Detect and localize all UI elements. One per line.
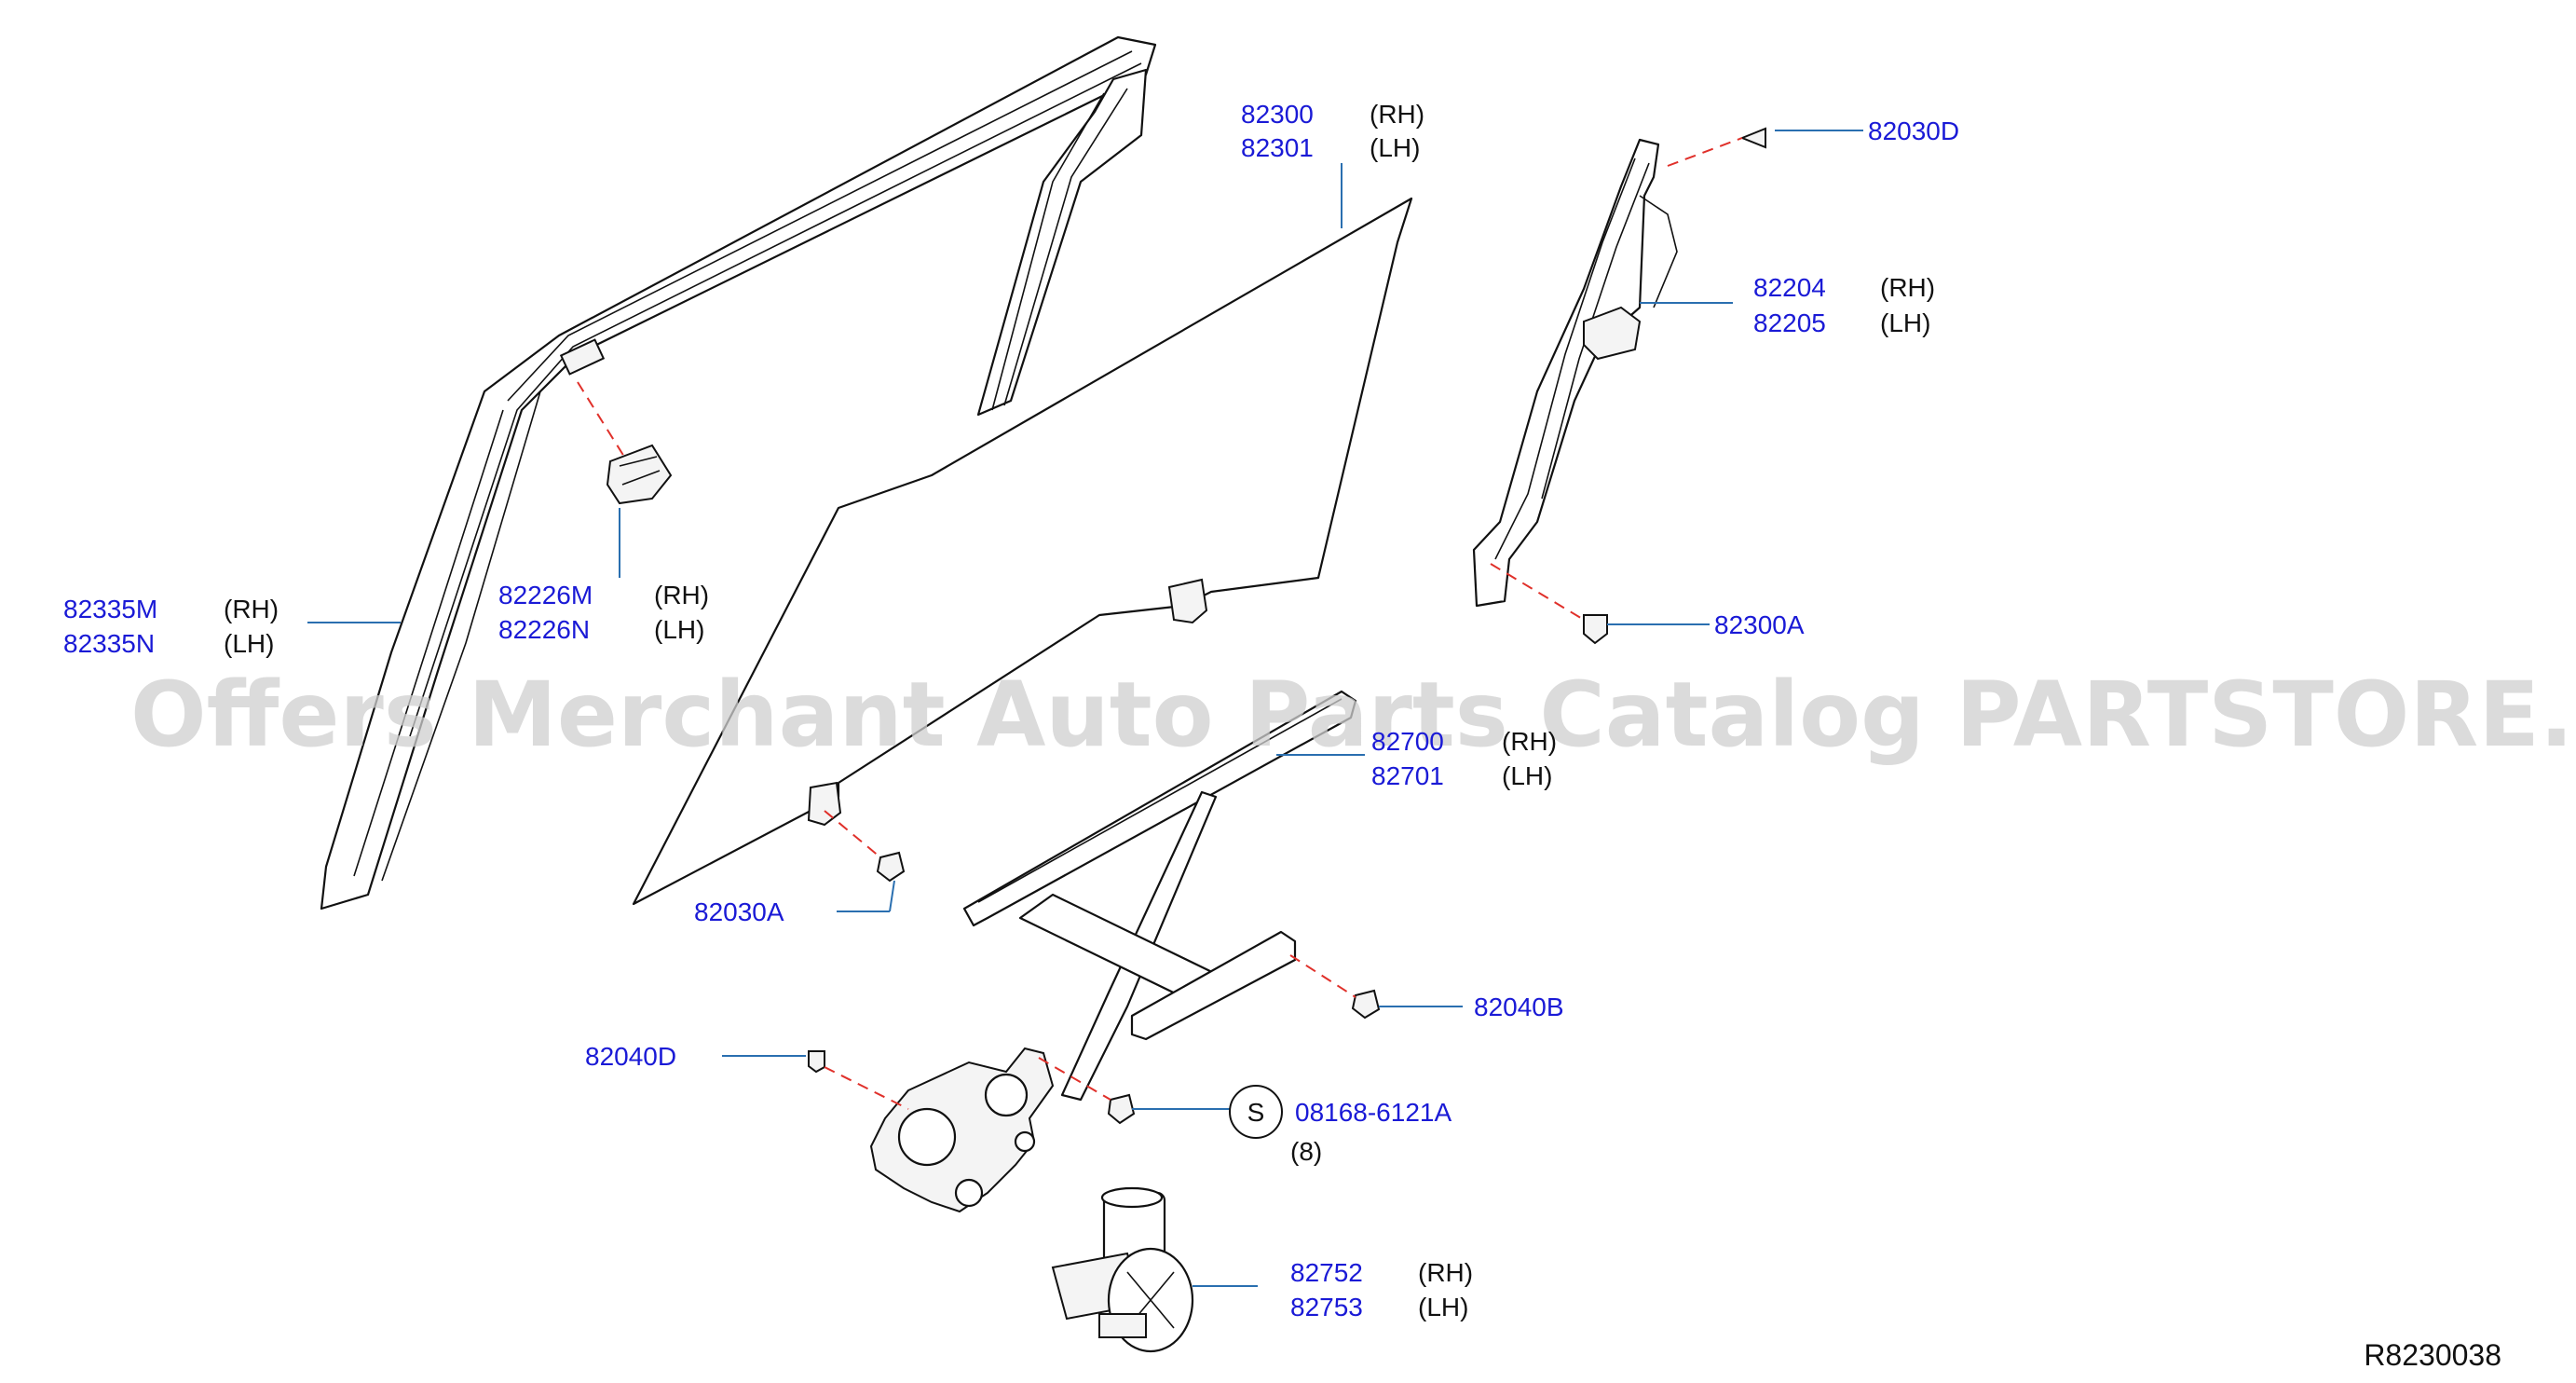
part-number-82226M: 82226M [498,581,593,609]
quantity-08168: (8) [1290,1137,1322,1166]
door-sash-channel[interactable] [320,35,1157,911]
callout-82700: 82700 (RH) 82701 (LH) [1371,727,1557,790]
side-82335N: (LH) [224,629,274,658]
part-number-82301: 82301 [1241,133,1314,162]
bolt-82040D[interactable] [808,1050,825,1074]
standard-part-letter: S [1247,1098,1265,1127]
part-number-82300A: 82300A [1714,610,1805,639]
callout-82204: 82204 (RH) 82205 (LH) [1753,273,1935,337]
bolt-08168[interactable] [1107,1093,1136,1125]
part-number-82300: 82300 [1241,100,1314,129]
callout-08168: S 08168-6121A (8) [1229,1085,1452,1166]
part-number-82204: 82204 [1753,273,1826,302]
glass-run-clip[interactable] [606,444,673,505]
part-number-82335N: 82335N [63,629,155,658]
diagram-reference-code: R8230038 [2364,1338,2501,1372]
side-82700: (RH) [1502,727,1557,756]
part-number-82040B: 82040B [1474,993,1564,1021]
rear-sash-guide[interactable] [1472,138,1678,608]
window-regulator[interactable] [869,690,1357,1213]
side-82226M: (RH) [654,581,709,609]
part-number-82335M: 82335M [63,595,157,623]
side-82753: (LH) [1418,1293,1468,1321]
part-number-82030A: 82030A [694,897,784,926]
part-number-08168: 08168-6121A [1295,1098,1452,1127]
side-82701: (LH) [1502,761,1552,790]
side-82301: (LH) [1370,133,1420,162]
bolt-82030D[interactable] [1739,127,1766,149]
part-number-82701: 82701 [1371,761,1444,790]
callout-82226M: 82226M (RH) 82226N (LH) [498,581,709,644]
part-number-82030D: 82030D [1868,116,1959,145]
part-number-82752: 82752 [1290,1258,1363,1287]
part-number-82205: 82205 [1753,308,1826,337]
callout-82030A: 82030A [694,897,784,926]
side-82205: (LH) [1880,308,1930,337]
bolt-82040B[interactable] [1351,989,1381,1020]
callout-82335M: 82335M (RH) 82335N (LH) [63,595,279,658]
side-82335M: (RH) [224,595,279,623]
regulator-motor[interactable] [1051,1186,1194,1353]
callout-82040B: 82040B [1474,993,1564,1021]
standard-part-symbol [1229,1085,1283,1139]
callout-82030D: 82030D [1868,116,1959,145]
side-82752: (RH) [1418,1258,1473,1287]
callout-82040D: 82040D [585,1042,676,1071]
part-number-82226N: 82226N [498,615,590,644]
side-82300: (RH) [1370,100,1424,129]
part-number-82753: 82753 [1290,1293,1363,1321]
callout-82300A: 82300A [1714,610,1805,639]
watermark-text: Offers Merchant Auto Parts Catalog PARTS… [130,663,2576,767]
bolt-82300A[interactable] [1583,614,1608,645]
side-82226N: (LH) [654,615,704,644]
callout-82300: 82300 (RH) 82301 (LH) [1241,100,1424,162]
bolt-82030A[interactable] [876,851,906,883]
part-number-82040D: 82040D [585,1042,676,1071]
door-glass[interactable] [632,197,1413,906]
leader-lines [307,130,1863,1287]
callout-82752: 82752 (RH) 82753 (LH) [1290,1258,1473,1321]
part-number-82700: 82700 [1371,727,1444,756]
side-82204: (RH) [1880,273,1935,302]
